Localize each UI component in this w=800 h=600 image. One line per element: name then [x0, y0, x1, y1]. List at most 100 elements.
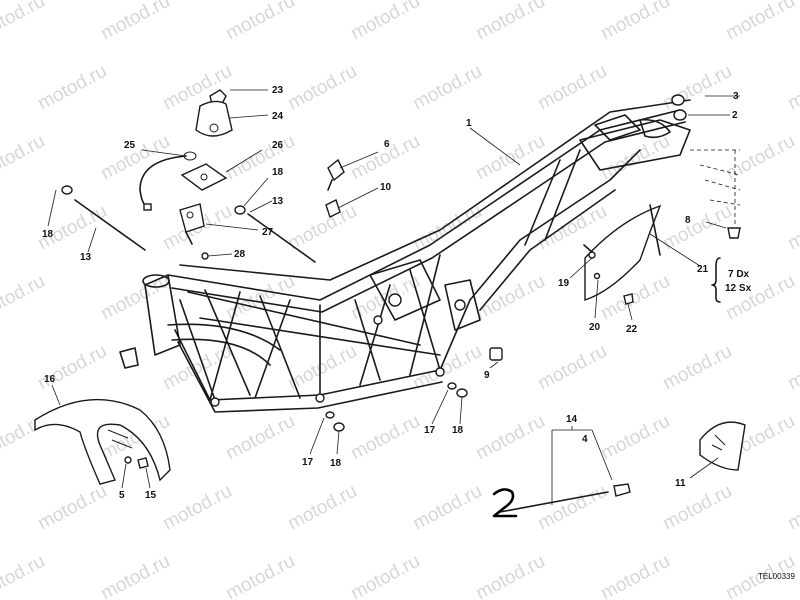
part-14-rod-assembly [499, 426, 631, 513]
part-7-12-side-panel [584, 204, 662, 301]
mount-bush-3 [373, 315, 383, 325]
callout-13-center: 13 [272, 196, 284, 207]
watermark-text: motod.ru [347, 551, 423, 600]
steering-lower-lug [119, 347, 139, 369]
callout-18-lower: 18 [330, 458, 342, 469]
leader-lines [47, 89, 740, 489]
watermark-text: motod.ru [659, 341, 735, 395]
engine-mount-plate [369, 259, 441, 321]
callout-2: 2 [732, 110, 738, 121]
watermark-text: motod.ru [0, 551, 49, 600]
lower-rail-inner [177, 341, 443, 413]
watermark-text: motod.ru [534, 481, 610, 535]
frame-lug-3 [210, 397, 220, 407]
watermark-text: motod.ru [409, 201, 485, 255]
callout-9: 9 [484, 370, 490, 381]
drawing-reference-code: TEL00339 [758, 572, 795, 581]
callout-10: 10 [380, 182, 392, 193]
callout-18-top: 18 [272, 167, 284, 178]
part-18-nut-c [333, 422, 345, 432]
watermark-text: motod.ru [472, 411, 548, 465]
watermark-text: motod.ru [0, 131, 49, 185]
rear-subframe [469, 149, 641, 311]
callout-17-mid: 17 [424, 425, 436, 436]
watermark-text: motod.ru [784, 201, 800, 255]
callout-3: 3 [733, 91, 739, 102]
watermark-text: motod.ru [472, 551, 548, 600]
watermark-text: motod.ru [597, 0, 673, 44]
callout-5: 5 [119, 490, 125, 501]
frame-lug-2 [435, 367, 445, 377]
part-18-nut-a [61, 185, 73, 195]
watermark-text: motod.ru [284, 481, 360, 535]
watermark-text: motod.ru [722, 131, 798, 185]
hand-drawn-mark [492, 488, 518, 518]
callout-14: 14 [566, 414, 578, 425]
watermark-text: motod.ru [472, 271, 548, 325]
part-17-washer-a [325, 411, 335, 419]
callout-labels: 1 2 3 4 5 6 8 9 10 11 13 13 14 15 16 17 … [42, 85, 752, 501]
watermark-text: motod.ru [34, 201, 110, 255]
part-16-front-mudguard [34, 398, 171, 485]
main-frame [119, 99, 691, 413]
watermark-text: motod.ru [284, 61, 360, 115]
part-26-bracket [180, 163, 228, 191]
part-13-bolt-a [74, 199, 146, 251]
watermark-text: motod.ru [347, 411, 423, 465]
callout-15: 15 [145, 490, 157, 501]
frame-lug-1 [315, 393, 325, 403]
watermark-text: motod.ru [597, 411, 673, 465]
watermark-text: motod.ru [784, 481, 800, 535]
part-22-fastener [623, 293, 634, 305]
part-2-bush [673, 109, 687, 121]
part-3-nut [671, 94, 685, 106]
callout-19: 19 [558, 278, 570, 289]
frame-cross-tubes [187, 291, 441, 356]
callout-21: 21 [697, 264, 709, 275]
watermark-text: motod.ru [284, 201, 360, 255]
watermark-text: motod.ru [347, 0, 423, 44]
watermark-text: motod.ru [0, 271, 49, 325]
watermark-text: motod.ru [159, 481, 235, 535]
part-9-rubber [489, 347, 503, 361]
watermark-text: motod.ru [34, 61, 110, 115]
watermark-text: motod.ru [534, 61, 610, 115]
part-13-bolt-b [247, 213, 316, 263]
callout-4: 4 [582, 434, 588, 445]
part-5-screw [124, 456, 132, 464]
watermark-text: motod.ru [97, 271, 173, 325]
watermark-text: motod.ru [784, 341, 800, 395]
callout-16: 16 [44, 374, 56, 385]
callout-24: 24 [272, 111, 284, 122]
callout-7-dx: 7 Dx [728, 269, 750, 280]
seat-bracket [579, 119, 691, 171]
watermark-text: motod.ru [659, 61, 735, 115]
watermark-text: motod.ru [97, 0, 173, 44]
part-19-screw [588, 251, 596, 259]
rear-plate [639, 118, 671, 139]
watermark-text: motod.ru [97, 131, 173, 185]
watermark-text: motod.ru [409, 481, 485, 535]
part-18-nut-b [234, 205, 246, 215]
rear-bracket-plate [594, 114, 641, 141]
watermark-text: motod.ru [597, 551, 673, 600]
callout-12-sx: 12 Sx [725, 283, 752, 294]
part-20-clip [593, 272, 601, 280]
watermark-text: motod.ru [472, 0, 548, 44]
callout-26: 26 [272, 140, 284, 151]
steering-head-top [142, 274, 170, 288]
upper-rail-left [167, 109, 681, 301]
mount-bush-1 [388, 293, 402, 307]
watermark-text: motod.ru [784, 61, 800, 115]
upper-rail-right [179, 99, 691, 281]
callout-11: 11 [675, 478, 686, 489]
watermark-text: motod.ru [34, 341, 110, 395]
part-18-nut-d [456, 388, 468, 398]
part-24-housing [195, 100, 233, 137]
callout-23: 23 [272, 85, 284, 96]
watermark-text: motod.ru [222, 551, 298, 600]
callout-20: 20 [589, 322, 601, 333]
callout-18-mid: 18 [452, 425, 464, 436]
